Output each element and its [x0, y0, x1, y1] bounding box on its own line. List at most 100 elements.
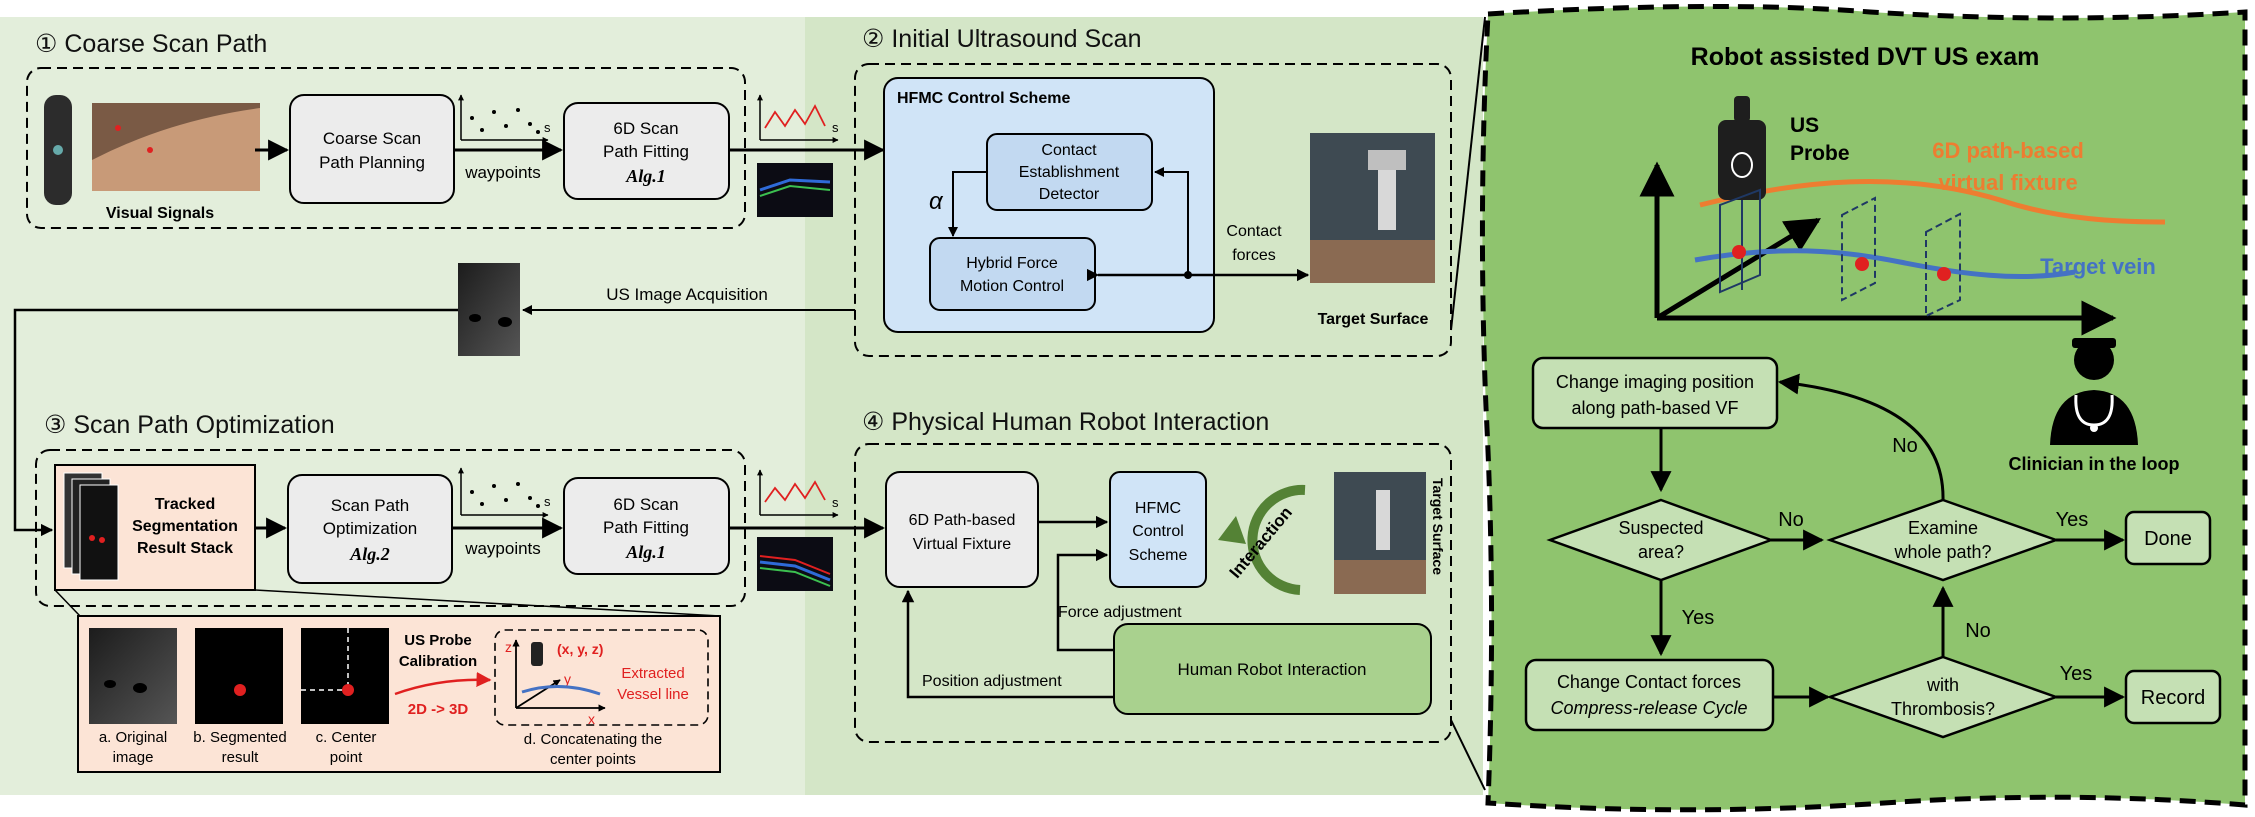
waypoints-label: waypoints [464, 163, 541, 182]
us-image-thumb [458, 263, 520, 356]
wp-axis-s: s [544, 120, 551, 135]
fitting3-line1: 6D Scan [613, 495, 678, 514]
change-img-box [1531, 356, 1779, 430]
section2-title: ② Initial Ultrasound Scan [862, 25, 1142, 53]
vf-line1: 6D Path-based [909, 512, 1016, 529]
suspected-yes-label: Yes [1682, 607, 1715, 629]
original-image-thumb [89, 628, 177, 724]
arrow-loop-to-section3 [13, 308, 458, 537]
fitting-line2: Path Fitting [603, 142, 689, 161]
target-surface4-label: Target Surface [1430, 478, 1446, 575]
detail-d-line2: center points [550, 751, 636, 768]
vessel-line1: Extracted [621, 665, 684, 682]
center-dot [342, 684, 354, 696]
segmented-dot [234, 684, 246, 696]
hybrid-line1: Hybrid Force [966, 255, 1058, 272]
path-fixture-curve [1699, 179, 2166, 225]
mini-vessel-line [521, 684, 601, 696]
image-plane-1 [1719, 188, 1761, 294]
stack-line2: Segmentation [132, 518, 238, 535]
robot-table [1310, 240, 1435, 283]
examine-no-label: No [1892, 435, 1918, 457]
force-adj-label: Force adjustment [1058, 604, 1182, 621]
path-line2: virtual fixture [1938, 170, 2077, 195]
planning-box [289, 94, 455, 204]
leg-marker-1 [115, 125, 121, 131]
scene-axis-depth [1655, 217, 1821, 321]
vf-box [885, 471, 1039, 588]
hybrid-line2: Motion Control [960, 278, 1064, 295]
section2-frame [854, 63, 1452, 357]
robot4-table [1334, 560, 1426, 594]
suspected-no-label: No [1778, 509, 1804, 531]
hfmc4-line1: HFMC [1135, 500, 1181, 517]
orig-vessel-1 [104, 680, 116, 688]
pos-adj-label: Position adjustment [922, 673, 1062, 690]
section3-title: ③ Scan Path Optimization [44, 411, 335, 439]
path-line1: 6D path-based [1932, 138, 2084, 163]
fitted3-trace-green [759, 567, 831, 587]
done-box [2124, 510, 2212, 566]
center-image-thumb [301, 628, 389, 724]
planning-line1: Coarse Scan [323, 129, 421, 148]
detector-line1: Contact [1041, 142, 1097, 159]
alpha-label: α [929, 188, 944, 215]
fitted3-trace-blue [759, 560, 831, 582]
arrow-examine-no [1777, 373, 1945, 501]
us-vessel-2 [498, 317, 512, 327]
waypoints3-label: waypoints [464, 539, 541, 558]
vf-x-label: x [588, 711, 595, 727]
stack-images [63, 472, 119, 581]
probe-icon-cable [1734, 96, 1750, 122]
record-box [2124, 669, 2222, 725]
planning-line2: Path Planning [319, 153, 425, 172]
detail-b-line1: b. Segmented [193, 729, 286, 746]
suspected-line2: area? [1638, 542, 1684, 562]
mini-probe-icon [531, 642, 543, 666]
examine-diamond [1826, 498, 2060, 582]
fitting3-line2: Path Fitting [603, 518, 689, 537]
target-vein-curve [1694, 248, 2076, 279]
detector-line2: Establishment [1019, 164, 1120, 181]
fitting-alg: Alg.1 [625, 166, 666, 186]
detail-b-line2: result [222, 749, 260, 766]
calib-line1: US Probe [404, 632, 472, 649]
stethoscope-end [2090, 424, 2098, 432]
robot4-arm [1376, 490, 1390, 550]
probe-line2: Probe [1790, 142, 1850, 165]
junction-dot [1184, 271, 1192, 279]
hfmc4-line3: Scheme [1129, 547, 1188, 564]
leg-shape [92, 108, 260, 191]
wp3-dots [470, 482, 540, 508]
us-vessel-1 [469, 314, 481, 322]
us-acq-label: US Image Acquisition [606, 285, 768, 304]
connector-bottom [1450, 719, 1486, 791]
right-panel [1479, 3, 2248, 813]
target-surface-label: Target Surface [1318, 311, 1429, 328]
examine-line1: Examine [1908, 518, 1978, 538]
change-img-line2: along path-based VF [1571, 398, 1738, 418]
fitted3-trace-red [759, 555, 831, 575]
section1-title: ① Coarse Scan Path [35, 30, 267, 58]
change-img-line1: Change imaging position [1556, 372, 1754, 392]
detail-a-line2: image [113, 749, 154, 766]
detail-c-line1: c. Center [316, 729, 377, 746]
thrombosis-no-label: No [1965, 620, 1991, 642]
section1-frame [26, 67, 746, 229]
hfmc-scheme-title: HFMC Control Scheme [897, 90, 1070, 107]
arrow-force-adjust [1056, 548, 1114, 652]
optim-line2: Optimization [323, 519, 417, 538]
vein-label: Target vein [2040, 254, 2156, 279]
clinician-hat [2072, 338, 2116, 348]
optim-line1: Scan Path [331, 496, 409, 515]
detector-line3: Detector [1039, 186, 1100, 203]
section4-frame [854, 443, 1452, 743]
zoom-line-left [54, 589, 81, 617]
fitting3-box [563, 477, 730, 575]
vf-xyz-label: (x, y, z) [557, 641, 603, 657]
curve3-fit-line [764, 480, 826, 503]
detail-a-line1: a. Original [99, 729, 167, 746]
detail-d-line1: d. Concatenating the [524, 731, 662, 748]
